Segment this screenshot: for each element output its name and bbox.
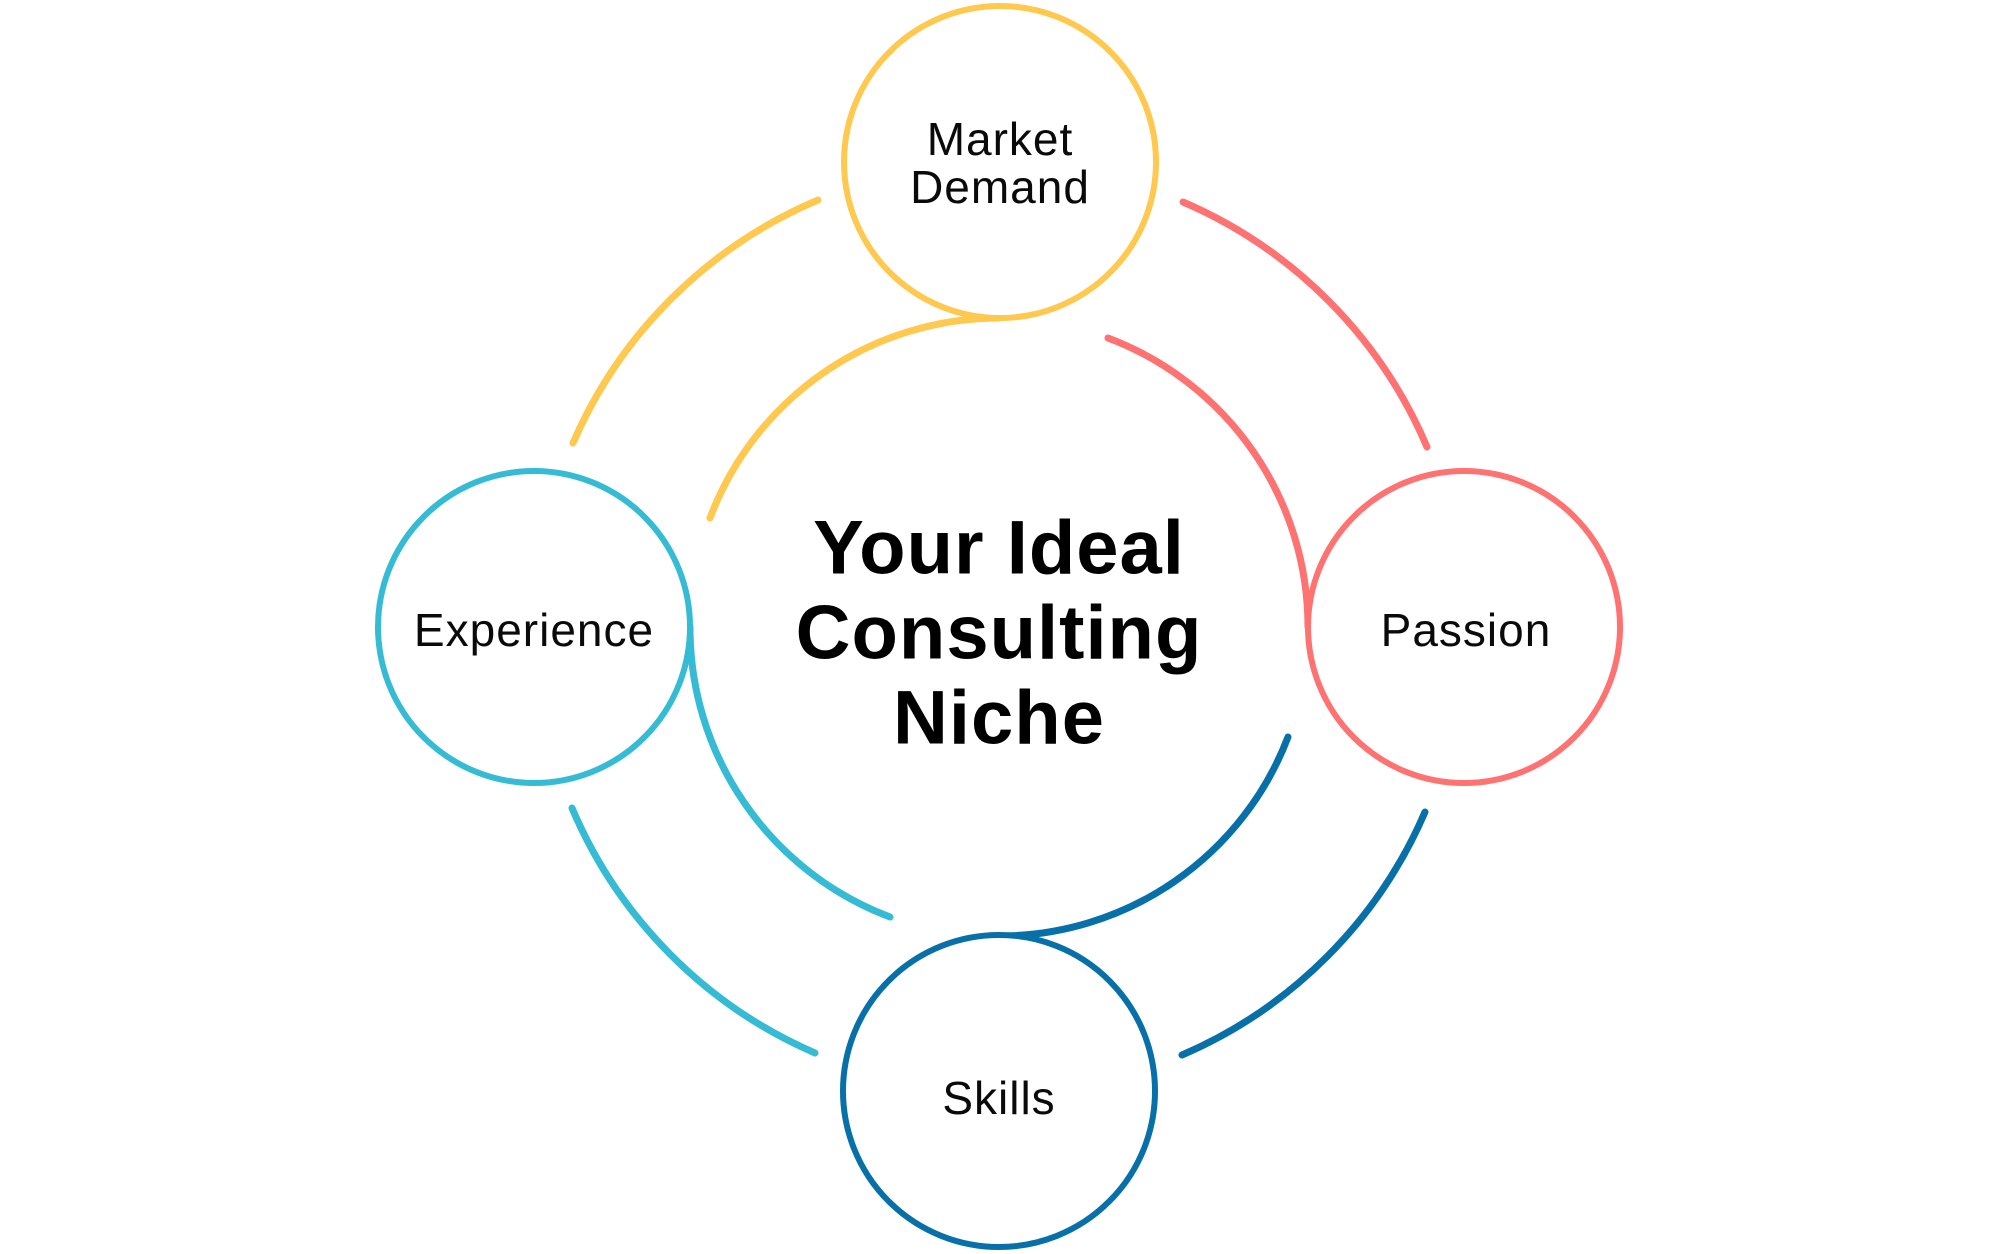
passion-circle <box>1305 468 1623 786</box>
label-line: Market <box>926 113 1074 165</box>
node-label-passion: Passion <box>1381 606 1552 654</box>
node-label-market-demand: Market Demand <box>910 115 1090 211</box>
label-line: Passion <box>1380 604 1552 656</box>
skills-circle <box>840 932 1158 1250</box>
label-line: Demand <box>910 161 1090 213</box>
node-label-skills: Skills <box>942 1074 1055 1122</box>
label-line: Skills <box>942 1072 1056 1124</box>
connector-arcs <box>568 196 1431 1059</box>
node-label-experience: Experience <box>414 606 654 654</box>
title-line-2: Consulting <box>795 590 1203 676</box>
label-line: Experience <box>413 604 655 656</box>
skills-outer-arc <box>1178 808 1429 1059</box>
passion-outer-arc <box>1179 198 1431 451</box>
market-demand-inner-arc <box>706 314 1003 522</box>
experience-circle <box>375 468 693 786</box>
market-demand-circle <box>841 3 1159 321</box>
title-line-3: Niche <box>893 675 1105 761</box>
node-circles <box>375 3 1623 1250</box>
diagram-title: Your Ideal Consulting Niche <box>796 506 1203 761</box>
experience-inner-arc <box>686 623 894 921</box>
market-demand-outer-arc <box>569 196 822 447</box>
passion-inner-arc <box>1104 334 1312 631</box>
skills-inner-arc <box>995 733 1292 940</box>
title-line-1: Your Ideal <box>813 505 1185 591</box>
experience-outer-arc <box>568 804 819 1057</box>
